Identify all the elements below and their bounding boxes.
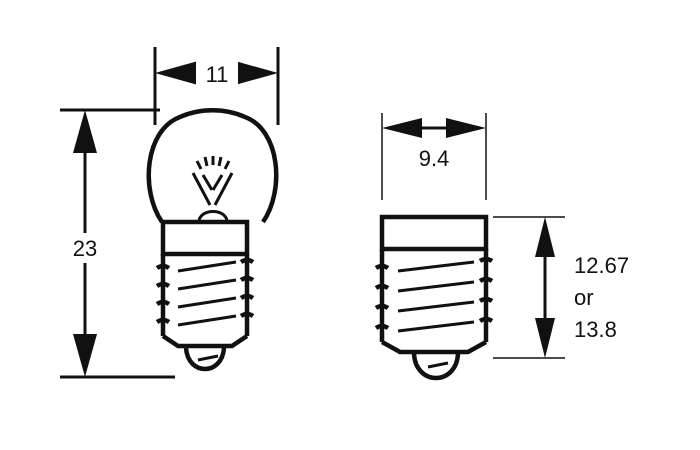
base-thread <box>374 249 494 355</box>
dimension-base-width: 9.4 <box>381 113 487 200</box>
bulb-width-label: 11 <box>206 62 229 87</box>
dimension-base-height: 12.67 or 13.8 <box>493 216 629 359</box>
base-collar <box>379 214 489 252</box>
dimension-bulb-width: 11 <box>153 47 280 125</box>
bulb-contact <box>183 347 227 372</box>
bulb-collar <box>160 219 250 257</box>
filament <box>191 156 234 223</box>
base-height-label-2: or <box>574 285 594 310</box>
base-width-label: 9.4 <box>419 146 450 171</box>
bulb-drawing <box>146 108 279 372</box>
bulb-thread <box>155 254 255 349</box>
dimension-bulb-height: 23 <box>60 108 175 379</box>
base-drawing <box>374 214 494 381</box>
base-contact <box>411 353 461 381</box>
base-height-label-3: 13.8 <box>574 317 617 342</box>
bulb-globe <box>146 108 279 224</box>
base-height-label-1: 12.67 <box>574 253 629 278</box>
bulb-height-label: 23 <box>73 236 97 261</box>
